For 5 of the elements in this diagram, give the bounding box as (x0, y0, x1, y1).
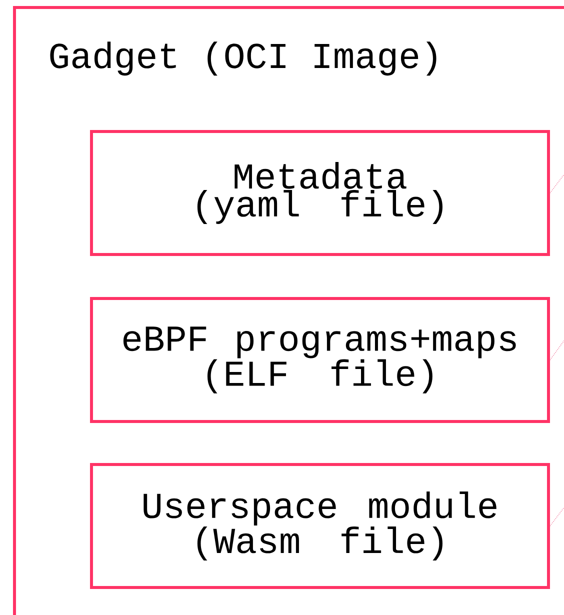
outer-box (13, 6, 564, 615)
component-box: eBPF programs+maps (ELF file) (90, 297, 550, 423)
component-box: Userspace module (Wasm file) (90, 463, 550, 589)
title: Gadget (OCI Image) (50, 42, 436, 76)
component-box: Metadata (yaml file) (90, 130, 550, 256)
